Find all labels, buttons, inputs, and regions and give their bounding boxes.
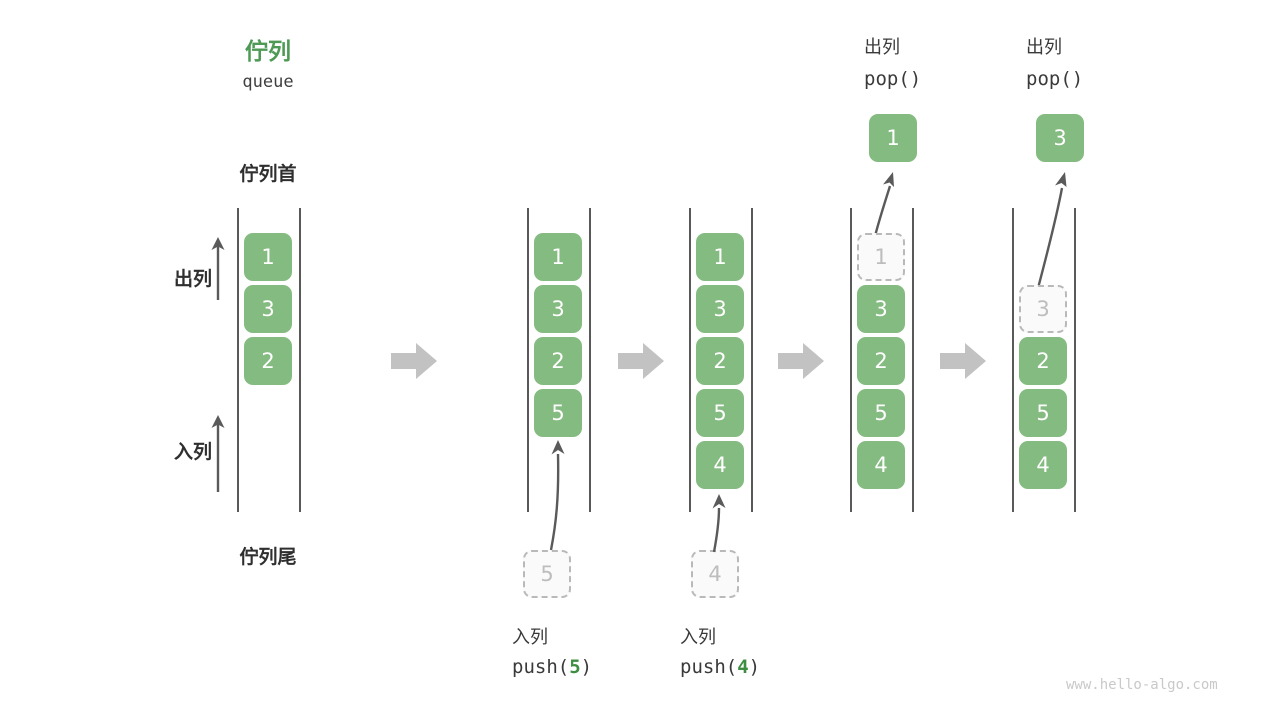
incoming-element-ghost: 5 — [523, 550, 571, 598]
queue-cell-outgoing-ghost: 1 — [857, 233, 905, 281]
queue-cell: 2 — [696, 337, 744, 385]
queue-cell: 2 — [534, 337, 582, 385]
panel-caption-code: pop() — [1026, 68, 1084, 90]
queue-cell-outgoing-ghost: 3 — [1019, 285, 1067, 333]
popped-element: 1 — [869, 114, 917, 162]
flow-arrow-right-icon — [391, 343, 437, 379]
queue-cell: 1 — [696, 233, 744, 281]
code-value: 5 — [569, 656, 581, 678]
queue-rail-left — [237, 208, 239, 512]
panel-caption-cn: 入列 — [512, 627, 548, 648]
flow-arrow-right-icon — [940, 343, 986, 379]
queue-rail-right — [299, 208, 301, 512]
enqueue-motion-arrow-icon — [712, 494, 726, 553]
dequeue-label: 出列 — [173, 268, 212, 290]
queue-rail-right — [589, 208, 591, 512]
diagram-title-cn: 佇列 — [245, 39, 291, 65]
queue-rail-left — [689, 208, 691, 512]
incoming-element-ghost: 4 — [691, 550, 739, 598]
queue-cell: 4 — [857, 441, 905, 489]
queue-cell: 5 — [1019, 389, 1067, 437]
dequeue-motion-arrow-icon — [872, 172, 894, 241]
queue-cell: 2 — [857, 337, 905, 385]
enqueue-label: 入列 — [173, 441, 212, 463]
queue-head-label: 佇列首 — [239, 163, 297, 185]
panel-caption-cn: 出列 — [1026, 37, 1062, 58]
queue-rail-right — [751, 208, 753, 512]
queue-cell: 3 — [857, 285, 905, 333]
queue-rail-right — [912, 208, 914, 512]
panel-caption-cn: 出列 — [864, 37, 900, 58]
queue-cell: 1 — [244, 233, 292, 281]
queue-cell: 4 — [1019, 441, 1067, 489]
queue-rail-left — [1012, 208, 1014, 512]
queue-cell: 5 — [696, 389, 744, 437]
code-prefix: push( — [680, 656, 738, 678]
queue-cell: 2 — [1019, 337, 1067, 385]
queue-cell: 1 — [534, 233, 582, 281]
panel-caption-cn: 入列 — [680, 627, 716, 648]
queue-cell: 2 — [244, 337, 292, 385]
panel-caption-code: pop() — [864, 68, 922, 90]
code-value: 4 — [737, 656, 749, 678]
queue-cell: 4 — [696, 441, 744, 489]
queue-cell: 3 — [696, 285, 744, 333]
watermark: www.hello-algo.com — [1066, 677, 1218, 693]
enqueue-direction-arrow-icon — [211, 415, 225, 492]
flow-arrow-right-icon — [618, 343, 664, 379]
queue-rail-left — [527, 208, 529, 512]
code-suffix: ) — [748, 656, 761, 678]
queue-cell: 3 — [244, 285, 292, 333]
popped-element: 3 — [1036, 114, 1084, 162]
dequeue-motion-arrow-icon — [1035, 172, 1067, 293]
enqueue-motion-arrow-icon — [549, 440, 565, 551]
queue-rail-right — [1074, 208, 1076, 512]
queue-tail-label: 佇列尾 — [239, 546, 297, 568]
code-suffix: ) — [580, 656, 593, 678]
queue-cell: 5 — [534, 389, 582, 437]
diagram-title-en: queue — [242, 72, 294, 92]
queue-cell: 3 — [534, 285, 582, 333]
flow-arrow-right-icon — [778, 343, 824, 379]
dequeue-direction-arrow-icon — [211, 237, 225, 300]
queue-rail-left — [850, 208, 852, 512]
panel-caption-code: push(4) — [680, 656, 760, 678]
panel-caption-code: push(5) — [512, 656, 592, 678]
code-prefix: push( — [512, 656, 570, 678]
queue-cell: 5 — [857, 389, 905, 437]
